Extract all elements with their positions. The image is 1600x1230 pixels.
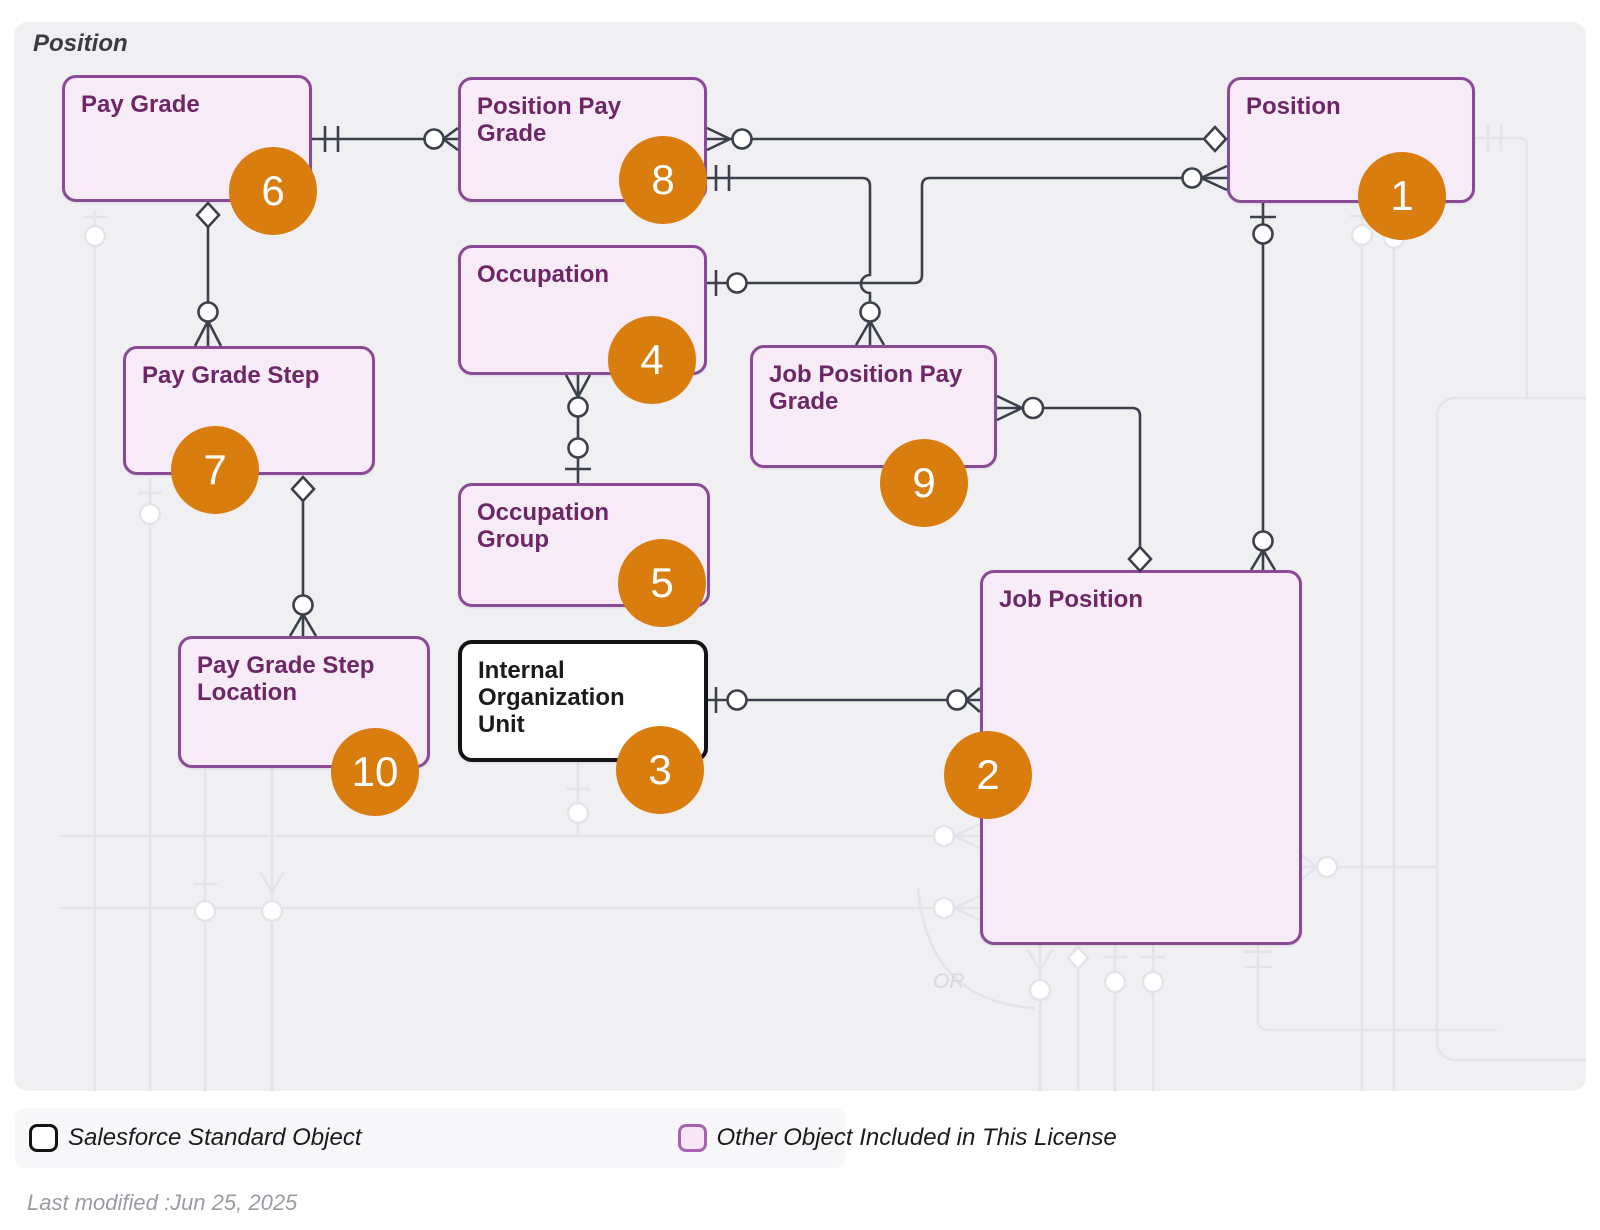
badge-occupation: 4 bbox=[608, 316, 696, 404]
diagram-title: Position bbox=[33, 30, 128, 57]
entity-label: Pay Grade bbox=[81, 91, 200, 118]
licensed-object-label: Other Object Included in This License bbox=[716, 1124, 1117, 1151]
badge-pay-grade-step-location: 10 bbox=[331, 728, 419, 816]
entity-pay-grade-step-location[interactable]: Pay Grade Step Location bbox=[178, 636, 430, 768]
badge-pay-grade-step: 7 bbox=[171, 426, 259, 514]
badge-internal-organization-unit: 3 bbox=[616, 726, 704, 814]
entity-label: Occupation Group bbox=[477, 499, 610, 554]
last-modified-text: Last modified :Jun 25, 2025 bbox=[27, 1190, 298, 1215]
licensed-object-swatch bbox=[677, 1124, 707, 1152]
entity-label: Job Position bbox=[999, 586, 1143, 613]
standard-object-label: Salesforce Standard Object bbox=[68, 1124, 362, 1151]
entity-label: Pay Grade Step bbox=[142, 362, 320, 389]
entity-label: Internal Organization Unit bbox=[478, 657, 625, 739]
badge-pay-grade: 6 bbox=[229, 147, 317, 235]
badge-position-pay-grade: 8 bbox=[619, 136, 707, 224]
legend: Salesforce Standard Object Other Object … bbox=[15, 1108, 1117, 1168]
badge-occupation-group: 5 bbox=[618, 539, 706, 627]
entity-pay-grade-step[interactable]: Pay Grade Step bbox=[123, 346, 375, 475]
entity-label: Position Pay Grade bbox=[477, 93, 622, 148]
entity-label: Job Position Pay Grade bbox=[769, 361, 963, 416]
badge-position: 1 bbox=[1358, 152, 1446, 240]
badge-job-position-pay-grade: 9 bbox=[880, 439, 968, 527]
entity-label: Position bbox=[1246, 93, 1341, 120]
entity-label: Occupation bbox=[477, 261, 610, 288]
badge-job-position: 2 bbox=[944, 731, 1032, 819]
entity-job-position-pay-grade[interactable]: Job Position Pay Grade bbox=[750, 345, 997, 468]
entity-label: Pay Grade Step Location bbox=[197, 652, 375, 707]
entity-job-position[interactable]: Job Position bbox=[980, 570, 1302, 945]
standard-object-swatch bbox=[29, 1124, 58, 1152]
